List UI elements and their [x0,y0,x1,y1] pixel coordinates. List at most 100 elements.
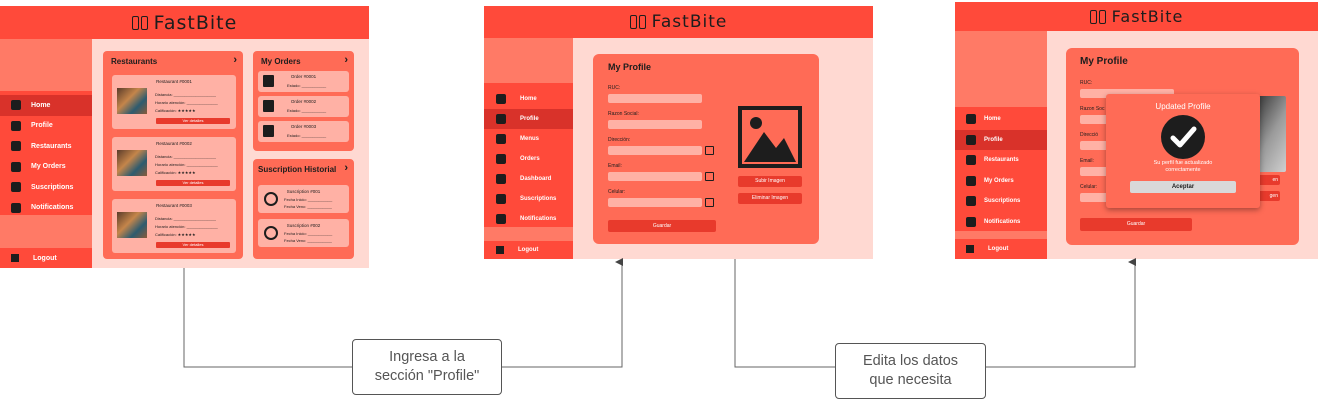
email-field[interactable] [608,172,702,181]
logout-button[interactable]: Logout [484,241,573,259]
utensils-icon [1089,9,1106,24]
sidebar-item-notifications[interactable]: Notifications [955,212,1047,233]
page-title: My Profile [1080,56,1128,67]
order-card: Order #0002 Estado: ___________ [258,96,349,117]
edit-icon[interactable] [705,172,714,181]
dollar-sync-icon [11,182,21,193]
upload-image-button[interactable]: Subir Imagen [738,176,802,187]
upload-image-button[interactable]: en [1258,175,1280,185]
clipboard-icon [263,100,274,112]
edit-icon[interactable] [705,146,714,155]
sidebar-item-profile[interactable]: Profile [955,129,1047,150]
logout-icon [966,245,974,253]
sidebar-item-home[interactable]: Home [0,95,92,116]
sidebar-item-suscriptions[interactable]: Suscriptions [955,191,1047,212]
home-icon [966,114,976,125]
subscription-card: Suscription #002 Fecha Inicio: _________… [258,219,349,247]
order-card: Order #0001 Estado: ___________ [258,71,349,92]
sidebar-item-notifications[interactable]: Notifications [0,198,92,219]
chevron-right-icon[interactable]: › [233,54,237,66]
restaurant-card: Restaurant #0002 Distancia: ____________… [112,137,236,191]
restaurant-card: Restaurant #0003 Distancia: ____________… [112,199,236,253]
bell-icon [496,214,506,224]
logout-button[interactable]: Logout [0,248,92,268]
sidebar-menu: Home Profile Menus Orders Dashboard Susc… [484,83,573,227]
chevron-right-icon[interactable]: › [344,162,348,174]
clipboard-icon [263,75,274,87]
celular-field[interactable] [608,198,702,207]
direccion-field[interactable] [608,146,702,155]
edit-icon[interactable] [705,198,714,207]
screen-profile-updated: FastBite Home Profile Restaurants My Ord… [955,2,1318,259]
bar-chart-icon [496,174,506,184]
clipboard-icon [496,134,506,144]
brand-name: FastBite [651,12,728,32]
dollar-sync-icon [966,196,976,207]
step-note-2: Edita los datos que necesita [835,343,986,399]
restaurant-photo [117,212,147,238]
sidebar-item-profile[interactable]: Profile [484,109,573,129]
sidebar-item-my-orders[interactable]: My Orders [0,157,92,178]
razon-social-field[interactable] [608,120,702,129]
orders-title: My Orders [261,57,301,66]
sidebar-item-suscriptions[interactable]: Suscriptions [0,177,92,198]
view-details-button[interactable]: Ver detalles [156,242,230,248]
sidebar-menu: Home Profile Restaurants My Orders Suscr… [0,91,92,215]
sidebar-item-notifications[interactable]: Notifications [484,209,573,229]
sidebar-item-orders[interactable]: Orders [484,149,573,169]
updated-profile-dialog: Updated Profile Su perfil fue actualizad… [1106,94,1260,208]
bell-icon [966,216,976,227]
subscription-history-panel: Suscription Historial › Suscription #001… [253,159,354,259]
sidebar-item-restaurants[interactable]: Restaurants [955,150,1047,171]
remove-image-button[interactable]: Eliminar Imagen [738,193,802,204]
accept-button[interactable]: Aceptar [1130,181,1236,193]
store-icon [11,141,21,152]
app-header: FastBite [0,6,369,39]
sidebar-item-home[interactable]: Home [955,109,1047,130]
bell-icon [11,202,21,213]
ruc-field[interactable] [608,94,702,103]
order-card: Order #0003 Estado: ___________ [258,121,349,142]
restaurant-photo [117,150,147,176]
logout-icon [11,254,19,262]
screen-home: FastBite Home Profile Restaurants My Ord… [0,6,369,268]
sidebar-item-suscriptions[interactable]: Suscriptions [484,189,573,209]
image-placeholder-icon [738,106,802,168]
user-icon [496,114,506,124]
dialog-message-line2: correctamente [1165,167,1201,173]
dialog-message: Su perfil fue actualizado [1153,160,1213,166]
subscription-card: Suscription #001 Fecha Inicio: _________… [258,185,349,213]
save-button[interactable]: Guardar [1080,218,1192,231]
order-icon [496,154,506,164]
chevron-right-icon[interactable]: › [344,54,348,66]
save-button[interactable]: Guardar [608,220,716,232]
home-icon [496,94,506,104]
sidebar-item-home[interactable]: Home [484,89,573,109]
sidebar: Home Profile Restaurants My Orders Suscr… [955,31,1047,259]
view-details-button[interactable]: Ver detalles [156,180,230,186]
remove-image-button[interactable]: gen [1258,191,1280,201]
sidebar-item-menus[interactable]: Menus [484,129,573,149]
user-icon [966,134,976,145]
step-note-1: Ingresa a la sección "Profile" [352,339,502,395]
page-title: My Profile [608,62,652,72]
sidebar-item-my-orders[interactable]: My Orders [955,171,1047,192]
utensils-icon [131,15,148,30]
sidebar-item-restaurants[interactable]: Restaurants [0,136,92,157]
logout-button[interactable]: Logout [955,239,1047,259]
brand-name: FastBite [1111,7,1184,26]
restaurants-panel: Restaurants › Restaurant #0001 Distancia… [103,51,243,259]
sidebar-item-dashboard[interactable]: Dashboard [484,169,573,189]
dollar-sync-icon [264,192,278,206]
restaurant-photo [117,88,147,114]
brand-name: FastBite [153,11,238,34]
user-icon [11,120,21,131]
sidebar-item-profile[interactable]: Profile [0,116,92,137]
mountain-image-icon [744,117,796,162]
view-details-button[interactable]: Ver detalles [156,118,230,124]
restaurants-title: Restaurants [111,57,158,66]
ruc-field[interactable] [1080,89,1174,98]
utensils-icon [629,15,646,29]
dollar-sync-icon [496,194,506,204]
